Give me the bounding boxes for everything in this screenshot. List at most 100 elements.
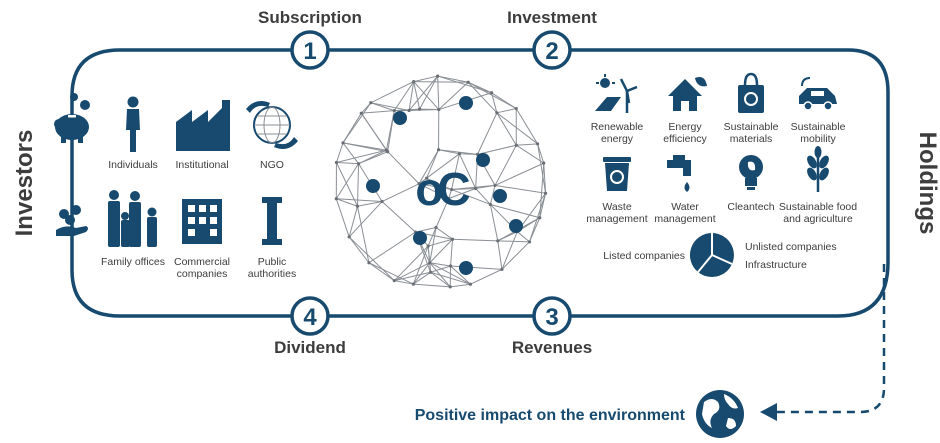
network-edge: [451, 188, 476, 191]
network-edge: [381, 201, 416, 233]
network-edge: [430, 271, 451, 288]
network-edge: [458, 153, 477, 189]
network-edge: [451, 189, 491, 205]
network-edge: [336, 198, 358, 207]
network-edge: [494, 162, 544, 186]
network-edge: [361, 110, 395, 114]
network-edge: [427, 245, 432, 273]
network-edge: [438, 149, 478, 155]
network-edge: [451, 153, 460, 190]
network-vertex: [489, 91, 494, 95]
impact-text: Positive impact on the environment: [415, 407, 686, 424]
holding-label-energy-2: efficiency: [663, 133, 707, 145]
network-vertex: [426, 244, 430, 248]
network-edge: [426, 149, 440, 179]
network-edge: [381, 183, 420, 202]
network-edge: [335, 162, 358, 207]
network-vertex: [493, 183, 497, 188]
network-edge: [413, 75, 438, 83]
company-types-pie-icon: [689, 232, 734, 277]
network-edge: [426, 153, 460, 179]
network-edge: [348, 236, 370, 264]
network-edge: [394, 108, 420, 112]
network-edge: [394, 271, 431, 282]
network-node: [393, 111, 407, 125]
column-icon: [262, 197, 282, 245]
network-edge: [477, 112, 498, 155]
network-node: [493, 189, 507, 203]
network-edge: [470, 268, 503, 285]
network-sphere-icon: [334, 74, 548, 289]
eco-house-icon: [668, 77, 707, 111]
network-edge: [413, 81, 440, 110]
network-vertex: [543, 191, 548, 195]
network-vertex: [437, 107, 441, 112]
network-edge: [489, 204, 499, 241]
network-vertex: [369, 101, 373, 105]
solar-wind-icon: [595, 74, 638, 113]
holding-label-materials-2: materials: [730, 133, 773, 145]
investor-label-commercial-2: companies: [177, 268, 228, 280]
network-vertex: [457, 152, 461, 156]
investor-label-public-1: Public: [258, 256, 287, 268]
holding-label-mobility-2: mobility: [800, 133, 836, 145]
person-icon: [126, 96, 140, 152]
recycle-bag-icon: [738, 72, 764, 113]
network-edge: [412, 245, 429, 285]
network-vertex: [392, 279, 396, 283]
cycle-loop: [70, 48, 890, 318]
network-vertex: [466, 80, 470, 84]
network-vertex: [356, 162, 361, 166]
network-edge: [426, 177, 450, 199]
network-vertex: [411, 282, 415, 286]
step-1-label: Subscription: [258, 8, 362, 27]
investor-label-individuals: Individuals: [108, 159, 158, 171]
holding-label-energy-1: Energy: [668, 121, 702, 133]
network-edge: [516, 144, 545, 164]
network-edge: [427, 227, 437, 247]
network-vertex: [488, 202, 492, 207]
network-edge: [450, 283, 471, 288]
network-vertex: [468, 282, 473, 286]
network-edge: [387, 151, 420, 185]
network-vertex: [434, 225, 438, 230]
network-edge: [428, 238, 453, 247]
step-3: 3 Revenues: [512, 296, 592, 357]
network-edge: [494, 144, 517, 186]
step-4-label: Dividend: [274, 338, 346, 357]
wheat-icon: [807, 146, 829, 192]
network-vertex: [428, 270, 433, 274]
network-edge: [413, 283, 451, 288]
network-vertex: [514, 106, 518, 111]
network-edge: [370, 102, 395, 112]
network-edge: [336, 198, 383, 203]
network-edge: [496, 108, 517, 114]
network-edge: [429, 262, 451, 267]
network-edge: [435, 198, 450, 228]
network-vertex: [447, 196, 451, 201]
network-edge: [356, 163, 360, 207]
holding-label-renewable-1: Renewable: [591, 121, 644, 133]
network-vertex: [436, 74, 440, 78]
network-edge: [430, 265, 451, 273]
network-vertex: [495, 111, 499, 115]
step-3-label: Revenues: [512, 338, 592, 357]
network-vertex: [380, 199, 384, 204]
network-vertex: [538, 216, 542, 220]
network-edge: [435, 227, 453, 240]
network-vertex: [514, 143, 518, 147]
network-edge: [393, 81, 415, 111]
infrastructure-label: Infrastructure: [745, 259, 807, 271]
holding-label-materials-1: Sustainable: [724, 121, 779, 133]
network-edge: [413, 81, 421, 110]
network-edge: [537, 143, 547, 194]
network-vertex: [341, 141, 345, 145]
network-vertex: [448, 264, 453, 268]
network-edge: [496, 112, 517, 146]
network-edge: [429, 238, 453, 264]
network-node: [509, 219, 523, 233]
network-edge: [501, 231, 518, 270]
network-edge: [357, 201, 383, 207]
network-vertex: [500, 267, 504, 271]
